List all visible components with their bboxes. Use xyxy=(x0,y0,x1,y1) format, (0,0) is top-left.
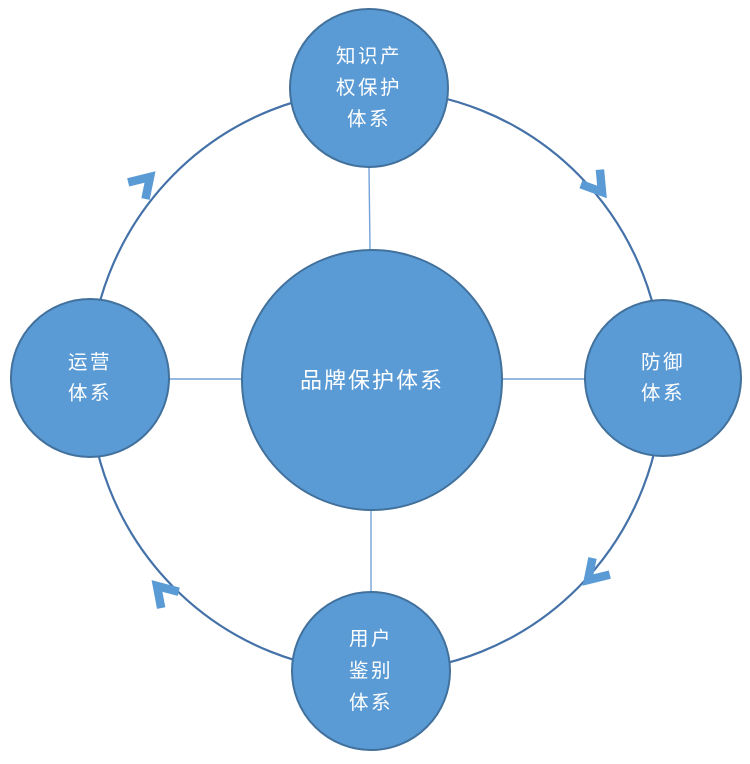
cycle-arrow-0 xyxy=(579,169,607,199)
arrowhead-icon xyxy=(579,169,607,199)
node-center: 品牌保护体系 xyxy=(241,249,503,511)
node-label-left: 运营体系 xyxy=(68,351,112,404)
node-circle-top xyxy=(289,8,449,168)
node-circle-left xyxy=(10,298,170,458)
node-label-bottom: 用户鉴别体系 xyxy=(349,628,393,714)
node-circle-bottom xyxy=(291,591,451,751)
cycle-arrow-3 xyxy=(127,171,156,200)
arrowhead-icon xyxy=(151,580,180,609)
node-circle-center xyxy=(241,249,503,511)
cycle-arrow-1 xyxy=(582,557,611,586)
arrowhead-icon xyxy=(582,557,611,586)
node-label-right: 防御体系 xyxy=(641,351,685,404)
node-left: 运营体系 xyxy=(10,298,170,458)
cycle-arrow-2 xyxy=(151,580,180,609)
node-right: 防御体系 xyxy=(584,299,742,457)
arrowhead-icon xyxy=(127,171,156,200)
connector-line-0 xyxy=(368,167,371,250)
node-circle-right xyxy=(584,299,742,457)
node-bottom: 用户鉴别体系 xyxy=(291,591,451,751)
node-top: 知识产权保护体系 xyxy=(289,8,449,168)
node-label-top: 知识产权保护体系 xyxy=(336,45,402,130)
node-label-center: 品牌保护体系 xyxy=(300,368,444,393)
